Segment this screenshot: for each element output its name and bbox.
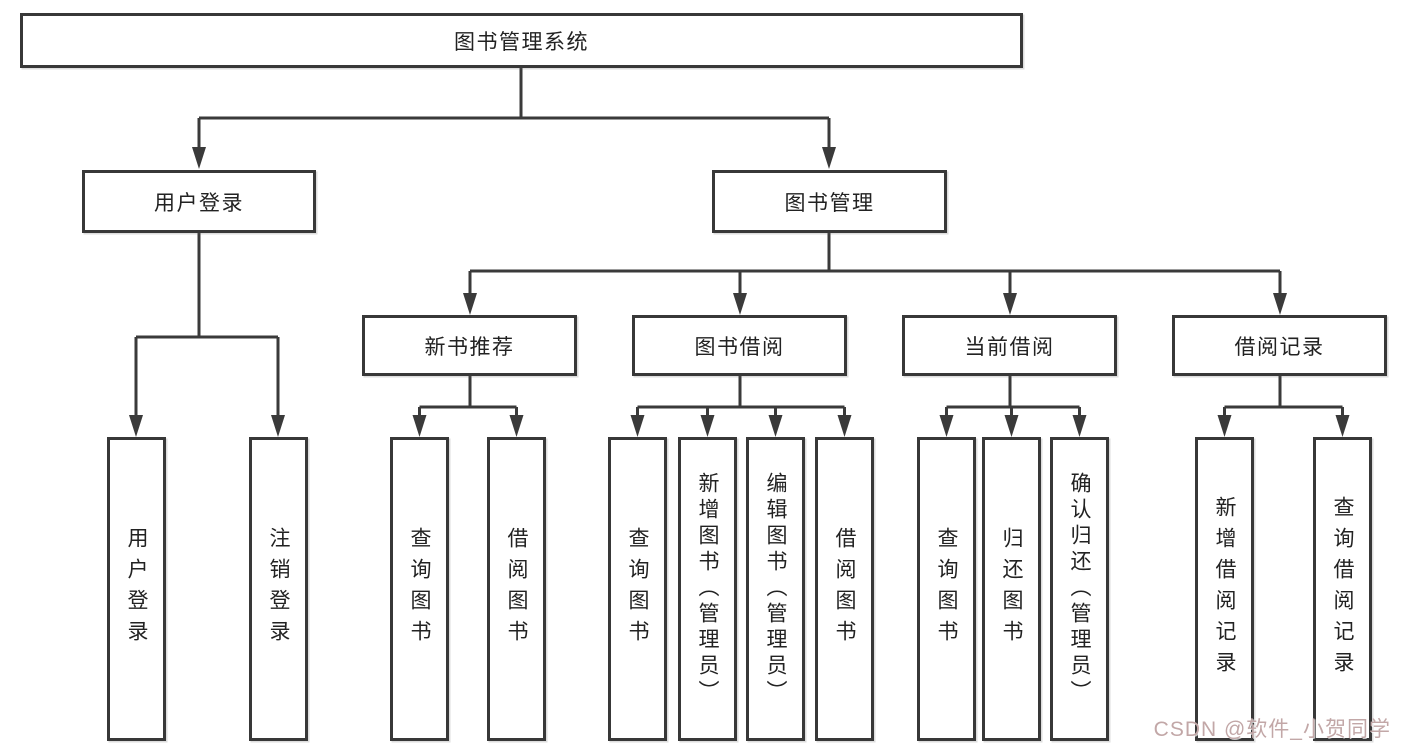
node-user-login-label: 用户登录 — [154, 191, 244, 215]
arrowhead-down — [939, 415, 1087, 437]
leaf-node-borrow-books-2-label: 借阅图书 — [833, 527, 856, 651]
watermark: CSDN @软件_小贺同学 — [1153, 718, 1391, 741]
connector-line — [1223, 376, 1344, 416]
leaf-node-user-login-label: 用户登录 — [125, 527, 148, 651]
leaf-node-query-books-2: 查询图书 — [608, 437, 667, 741]
arrowhead-down — [192, 147, 836, 169]
leaf-node-query-books-1: 查询图书 — [390, 437, 449, 741]
node-borrow-records-label: 借阅记录 — [1234, 335, 1325, 359]
leaf-node-query-books-3-label: 查询图书 — [935, 527, 958, 651]
leaf-node-return-books: 归还图书 — [982, 437, 1041, 741]
node-book-management: 图书管理 — [712, 170, 947, 233]
leaf-node-add-borrow-record-label: 新增借阅记录 — [1213, 496, 1236, 682]
leaf-node-return-books-label: 归还图书 — [1000, 527, 1023, 651]
leaf-node-add-books-admin-label: 新增图书（管理员） — [696, 472, 719, 706]
connector-root-to-level2 — [192, 68, 836, 169]
node-user-login: 用户登录 — [82, 170, 316, 233]
connector-line — [418, 376, 518, 416]
leaf-node-edit-books-admin: 编辑图书（管理员） — [746, 437, 805, 741]
leaf-node-query-books-1-label: 查询图书 — [408, 527, 431, 651]
leaf-node-borrow-books-1-label: 借阅图书 — [505, 527, 528, 651]
node-borrow-records: 借阅记录 — [1172, 315, 1387, 376]
node-book-borrow: 图书借阅 — [632, 315, 847, 376]
leaf-node-query-borrow-record: 查询借阅记录 — [1313, 437, 1372, 741]
arrowhead-down — [1217, 415, 1350, 437]
connector-line — [197, 68, 831, 148]
leaf-node-borrow-books-2: 借阅图书 — [815, 437, 874, 741]
leaf-node-confirm-return-admin-label: 确认归还（管理员） — [1068, 472, 1091, 706]
connector-line — [636, 376, 846, 416]
arrowhead-down — [630, 415, 852, 437]
leaf-node-borrow-books-1: 借阅图书 — [487, 437, 546, 741]
leaf-node-edit-books-admin-label: 编辑图书（管理员） — [764, 472, 787, 706]
node-current-borrow: 当前借阅 — [902, 315, 1117, 376]
connector-book-borrow-children — [630, 376, 852, 437]
arrowhead-down — [463, 293, 1287, 315]
connector-current-borrow-children — [939, 376, 1087, 437]
node-new-book-recommend-label: 新书推荐 — [424, 335, 515, 359]
connector-line — [134, 233, 280, 416]
leaf-node-confirm-return-admin: 确认归还（管理员） — [1050, 437, 1109, 741]
leaf-node-add-books-admin: 新增图书（管理员） — [678, 437, 737, 741]
connector-line — [945, 376, 1081, 416]
root-node-label: 图书管理系统 — [454, 30, 589, 54]
arrowhead-down — [129, 415, 285, 437]
leaf-node-user-login: 用户登录 — [107, 437, 166, 741]
leaf-node-add-borrow-record: 新增借阅记录 — [1195, 437, 1254, 741]
connector-book-management-sections — [463, 233, 1287, 315]
node-current-borrow-label: 当前借阅 — [964, 335, 1055, 359]
leaf-node-query-books-3: 查询图书 — [917, 437, 976, 741]
leaf-node-query-borrow-record-label: 查询借阅记录 — [1331, 496, 1354, 682]
leaf-node-logout: 注销登录 — [249, 437, 308, 741]
leaf-node-query-books-2-label: 查询图书 — [626, 527, 649, 651]
root-node: 图书管理系统 — [20, 13, 1023, 68]
node-book-borrow-label: 图书借阅 — [694, 335, 785, 359]
leaf-node-logout-label: 注销登录 — [267, 527, 290, 651]
connector-user-login-children — [129, 233, 285, 437]
connector-line — [468, 233, 1282, 294]
arrowhead-down — [412, 415, 524, 437]
connector-borrow-records-children — [1217, 376, 1350, 437]
node-book-management-label: 图书管理 — [784, 191, 875, 215]
node-new-book-recommend: 新书推荐 — [362, 315, 577, 376]
connector-new-book-recommend-children — [412, 376, 524, 437]
